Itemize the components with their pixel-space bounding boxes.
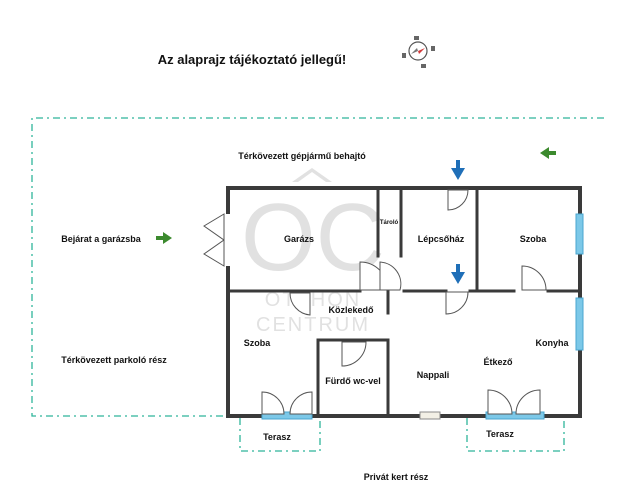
door-entrance xyxy=(447,189,469,211)
door-room-right xyxy=(521,265,547,291)
window-terrace-right xyxy=(485,411,545,420)
room-right: Szoba xyxy=(520,234,547,244)
watermark: OC OTTHON CENTRUM xyxy=(241,168,385,336)
room-dining: Étkező xyxy=(483,357,513,367)
driveway-arrow-icon xyxy=(540,147,556,159)
door-storage xyxy=(379,261,402,291)
terrace-right: Terasz xyxy=(486,429,514,439)
window-kitchen xyxy=(575,297,584,351)
door-staircase xyxy=(445,291,469,315)
window-terrace-left xyxy=(261,411,313,420)
label-garage-entrance: Bejárat a garázsba xyxy=(61,234,142,244)
room-storage: Tároló xyxy=(380,220,399,226)
outer-walls xyxy=(226,186,582,418)
room-corridor: Közlekedő xyxy=(328,305,374,315)
garage-entrance-arrow-icon xyxy=(156,232,172,244)
door-room-left xyxy=(289,292,311,316)
room-staircase: Lépcsőház xyxy=(418,234,465,244)
door-bathroom xyxy=(341,341,367,367)
label-private-garden: Privát kert rész xyxy=(364,472,429,482)
notice-title: Az alaprajz tájékoztató jellegű! xyxy=(158,52,347,67)
label-parking: Térkövezett parkoló rész xyxy=(61,355,167,365)
watermark-line1: OTTHON xyxy=(265,289,361,311)
entry-arrow-top-icon xyxy=(451,160,465,180)
label-driveway: Térkövezett gépjármű behajtó xyxy=(238,151,366,161)
room-left: Szoba xyxy=(244,338,271,348)
room-bathroom: Fürdő wc-vel xyxy=(325,376,381,386)
entry-arrow-middle-icon xyxy=(451,264,465,284)
compass-icon xyxy=(402,36,435,68)
window-living xyxy=(419,411,441,420)
terrace-right-outline xyxy=(466,418,565,452)
garage-gate xyxy=(203,213,232,267)
door-terrace-right xyxy=(487,389,541,415)
door-terrace-left xyxy=(261,391,313,415)
room-kitchen: Konyha xyxy=(535,338,569,348)
room-living: Nappali xyxy=(417,370,450,380)
terrace-left: Terasz xyxy=(263,432,291,442)
window-room-right xyxy=(575,213,584,255)
property-boundary xyxy=(31,117,604,417)
watermark-line2: CENTRUM xyxy=(256,314,370,336)
wall-bathroom xyxy=(316,338,390,418)
watermark-roof-icon xyxy=(292,168,332,182)
terrace-left-outline xyxy=(239,418,321,452)
room-garage: Garázs xyxy=(284,234,314,244)
